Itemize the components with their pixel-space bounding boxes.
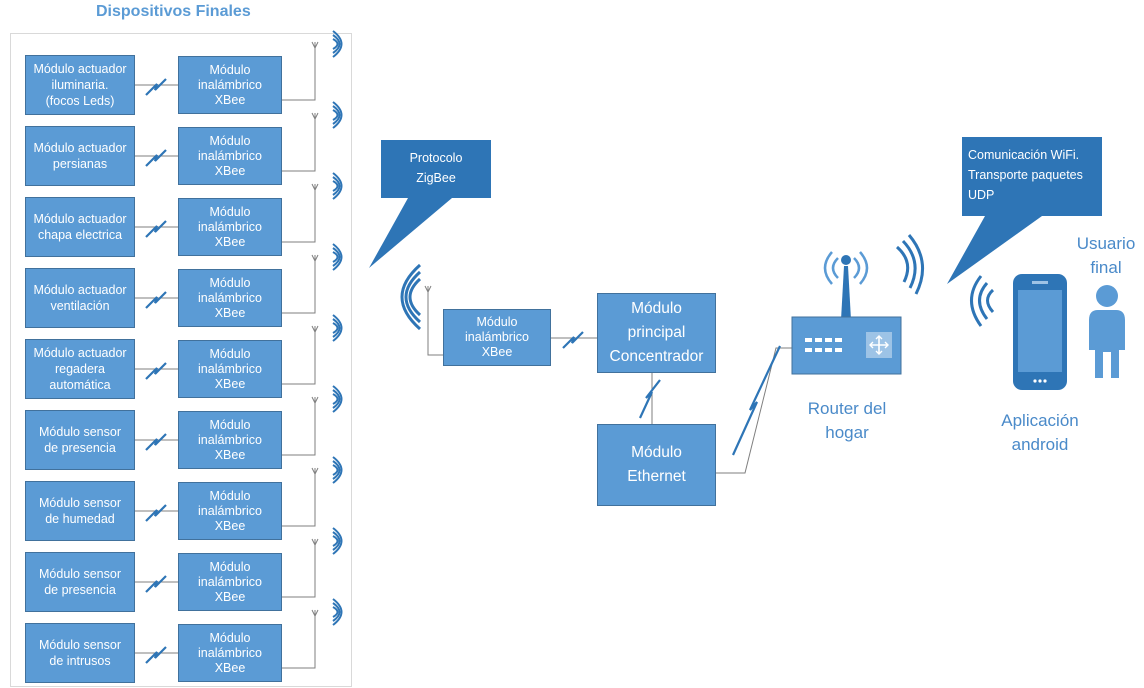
signal-waves-icon: [332, 318, 341, 338]
end-devices-frame: [10, 33, 352, 687]
signal-waves-icon: [332, 314, 343, 342]
xbee-module: Módulo inalámbrico XBee: [178, 553, 282, 611]
wifi-bolt-icon: [731, 345, 781, 456]
ethernet-module: Módulo Ethernet: [597, 424, 716, 506]
antenna-icon: [311, 41, 319, 50]
signal-waves-icon: [332, 172, 343, 200]
signal-waves-icon: [400, 263, 421, 331]
signal-waves-icon: [332, 251, 339, 263]
xbee-module: Módulo inalámbrico XBee: [178, 411, 282, 469]
signal-waves-icon: [332, 389, 341, 409]
signal-waves-icon: [332, 598, 343, 626]
xbee-module: Módulo inalámbrico XBee: [178, 624, 282, 682]
zigbee-bolt-icon: [145, 646, 167, 664]
xbee-module: Módulo inalámbrico XBee: [178, 340, 282, 398]
signal-waves-icon: [332, 606, 339, 618]
end-device-module: Módulo actuador ventilación: [25, 268, 135, 328]
zigbee-bolt-icon: [145, 433, 167, 451]
antenna-feed: [282, 616, 316, 669]
zigbee-callout-text: Protocolo ZigBee: [409, 151, 463, 185]
wifi-callout-text: Comunicación WiFi. Transporte paquetes U…: [968, 148, 1083, 202]
end-device-module: Módulo actuador regadera automática: [25, 339, 135, 399]
signal-waves-icon: [332, 109, 339, 121]
antenna-feed: [282, 403, 316, 456]
zigbee-bolt-icon: [145, 362, 167, 380]
signal-waves-icon: [332, 38, 339, 50]
zigbee-bolt-icon: [145, 149, 167, 167]
antenna-feed: [282, 119, 316, 172]
end-device-module: Módulo sensor de presencia: [25, 552, 135, 612]
signal-waves-icon: [408, 277, 422, 317]
signal-waves-icon: [332, 322, 339, 334]
antenna-icon: [311, 609, 319, 618]
antenna-icon: [311, 254, 319, 263]
antenna-icon: [311, 183, 319, 192]
antenna-icon: [311, 538, 319, 547]
zigbee-bolt-icon: [562, 331, 584, 349]
xbee-module: Módulo inalámbrico XBee: [178, 127, 282, 185]
diagram-title: Dispositivos Finales: [96, 3, 251, 20]
user-label: Usuario final: [1076, 234, 1136, 277]
antenna-feed: [427, 292, 443, 356]
xbee-module: Módulo inalámbrico XBee: [178, 198, 282, 256]
antenna-icon: [311, 325, 319, 334]
xbee-module: Módulo inalámbrico XBee: [178, 482, 282, 540]
zigbee-bolt-icon: [639, 379, 661, 419]
antenna-icon: [311, 396, 319, 405]
antenna-feed: [282, 190, 316, 243]
antenna-icon: [424, 285, 432, 294]
signal-waves-icon: [332, 243, 343, 271]
antenna-icon: [311, 112, 319, 121]
signal-waves-icon: [332, 531, 341, 551]
antenna-feed: [282, 261, 316, 314]
xbee-module: Módulo inalámbrico XBee: [178, 56, 282, 114]
signal-waves-icon: [332, 247, 341, 267]
signal-waves-icon: [332, 393, 339, 405]
end-device-module: Módulo sensor de presencia: [25, 410, 135, 470]
signal-waves-icon: [332, 527, 343, 555]
antenna-feed: [282, 332, 316, 385]
signal-waves-icon: [332, 34, 341, 54]
antenna-icon: [311, 467, 319, 476]
signal-waves-icon: [332, 385, 343, 413]
signal-waves-icon: [332, 30, 343, 58]
antenna-feed: [282, 474, 316, 527]
signal-waves-icon: [332, 180, 339, 192]
signal-waves-icon: [332, 105, 341, 125]
end-device-module: Módulo actuador chapa electrica: [25, 197, 135, 257]
signal-waves-icon: [404, 270, 422, 324]
ethernet-link: [716, 347, 792, 474]
zigbee-bolt-icon: [145, 78, 167, 96]
antenna-feed: [282, 48, 316, 101]
end-device-module: Módulo actuador persianas: [25, 126, 135, 186]
zigbee-bolt-icon: [145, 220, 167, 238]
router-label: Router del hogar: [807, 399, 887, 442]
signal-waves-icon: [332, 456, 343, 484]
coordinator-xbee-module: Módulo inalámbrico XBee: [443, 309, 551, 366]
end-device-module: Módulo sensor de intrusos: [25, 623, 135, 683]
signal-waves-icon: [332, 602, 341, 622]
zigbee-bolt-icon: [145, 575, 167, 593]
xbee-module: Módulo inalámbrico XBee: [178, 269, 282, 327]
zigbee-bolt-icon: [145, 504, 167, 522]
main-concentrator-module: Módulo principal Concentrador: [597, 293, 716, 373]
signal-waves-icon: [332, 464, 339, 476]
signal-waves-icon: [332, 460, 341, 480]
end-device-module: Módulo actuador iluminaria. (focos Leds): [25, 55, 135, 115]
signal-waves-icon: [332, 535, 339, 547]
app-label: Aplicación android: [1001, 411, 1079, 454]
zigbee-bolt-icon: [145, 291, 167, 309]
signal-waves-icon: [332, 176, 341, 196]
end-device-module: Módulo sensor de humedad: [25, 481, 135, 541]
antenna-feed: [282, 545, 316, 598]
signal-waves-icon: [332, 101, 343, 129]
